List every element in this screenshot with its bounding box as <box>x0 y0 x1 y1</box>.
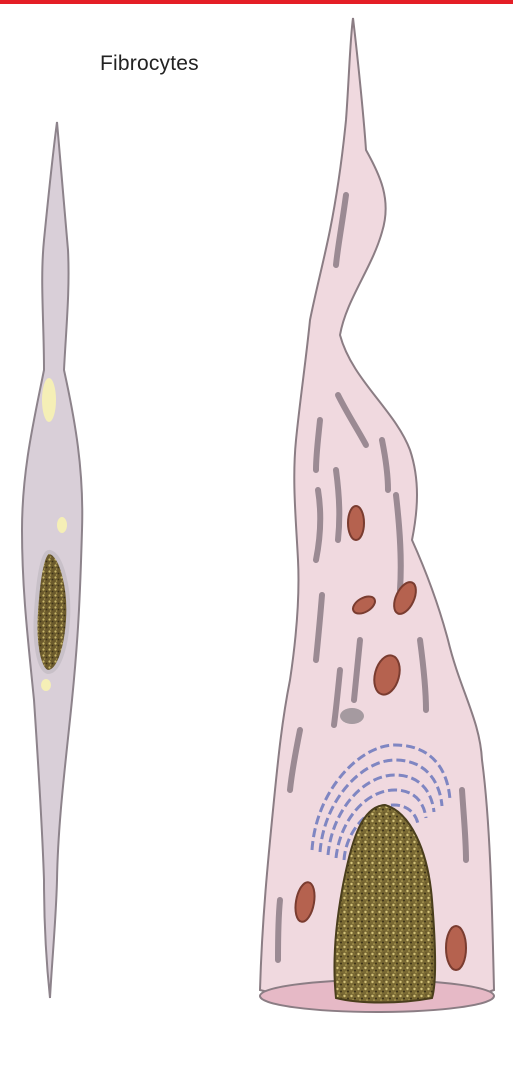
lipid-droplet <box>42 378 56 422</box>
small-fibrocyte <box>22 122 82 998</box>
small-nucleus <box>36 552 69 672</box>
lipid-droplet <box>57 517 67 533</box>
vesicle <box>340 708 364 724</box>
lipid-droplet <box>41 679 51 691</box>
large-fibrocyte <box>260 18 494 1012</box>
